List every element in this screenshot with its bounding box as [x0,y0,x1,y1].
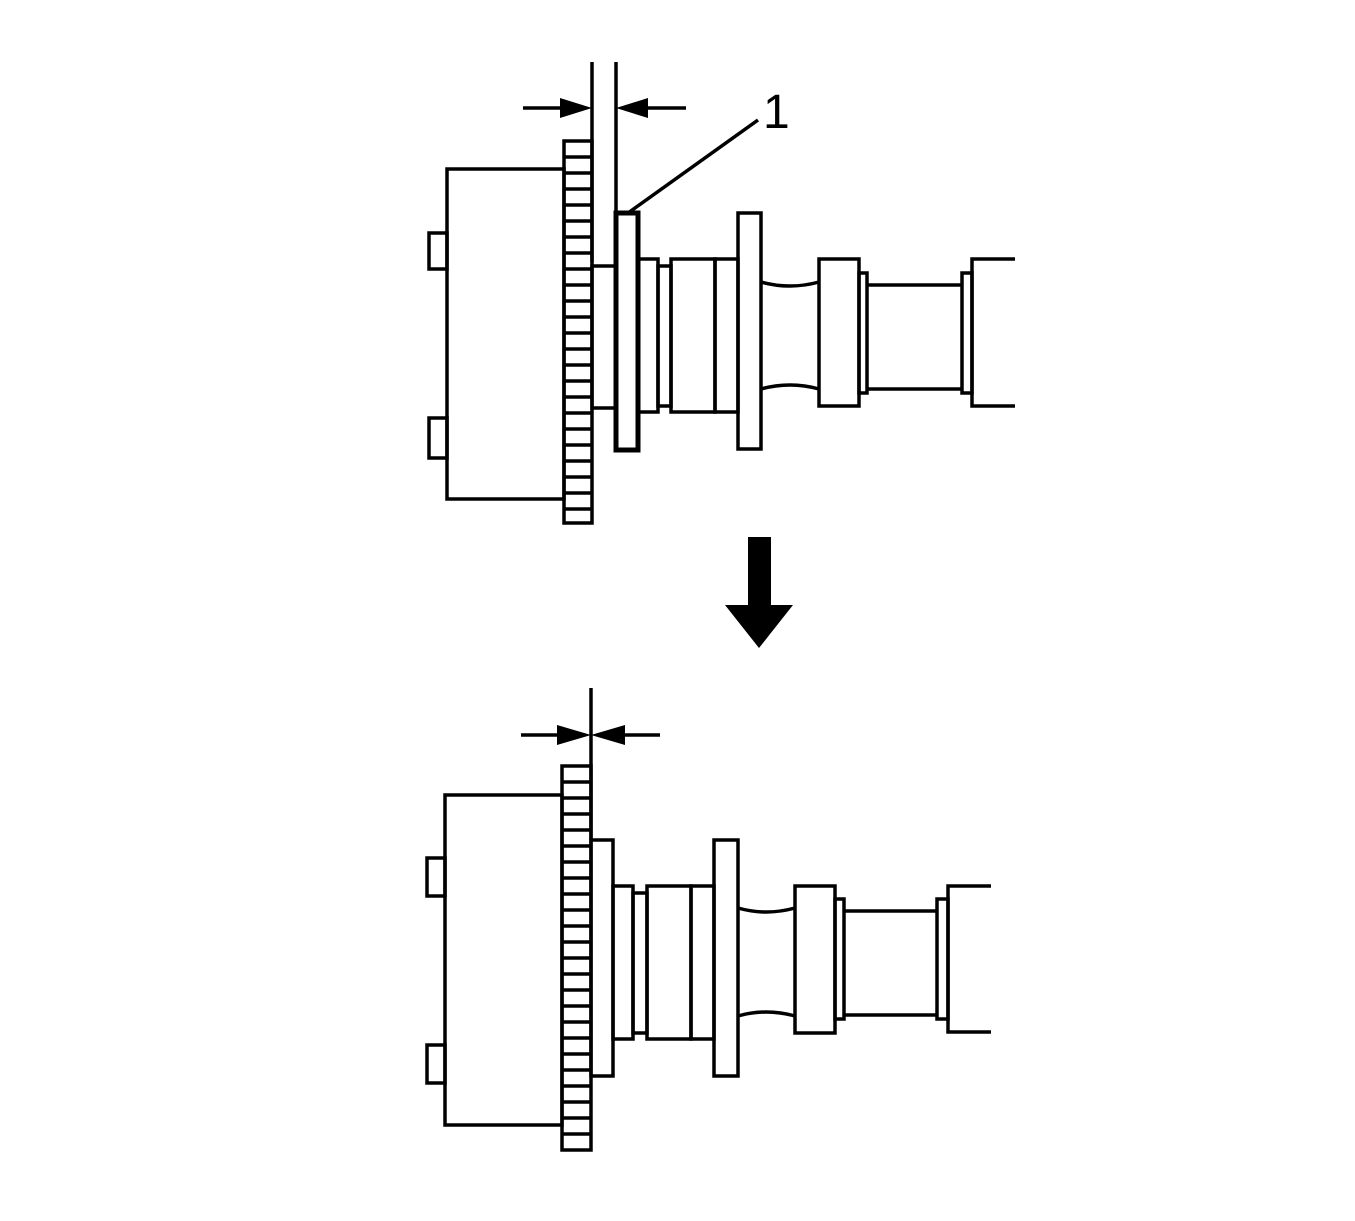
top-spacer-plate [613,210,641,453]
callout-label: 1 [763,86,790,139]
bottom-right-arrowhead [591,725,625,745]
bottom-left-arrowhead [557,725,591,745]
bottom-camshaft [589,838,991,1078]
bottom-sprocket-teeth [560,764,593,1152]
top-left-arrowhead [560,98,592,118]
top-sprocket-housing [427,167,566,501]
top-right-arrowhead [616,98,648,118]
top-assembly [427,62,1015,525]
top-gap-dimension [523,62,686,262]
callout-leader [626,118,760,215]
bottom-sprocket-housing [425,793,564,1127]
top-hub [590,264,618,410]
top-camshaft [636,211,1015,451]
bottom-assembly [425,688,991,1152]
down-arrow-icon [725,537,793,648]
top-sprocket-teeth [562,139,594,525]
